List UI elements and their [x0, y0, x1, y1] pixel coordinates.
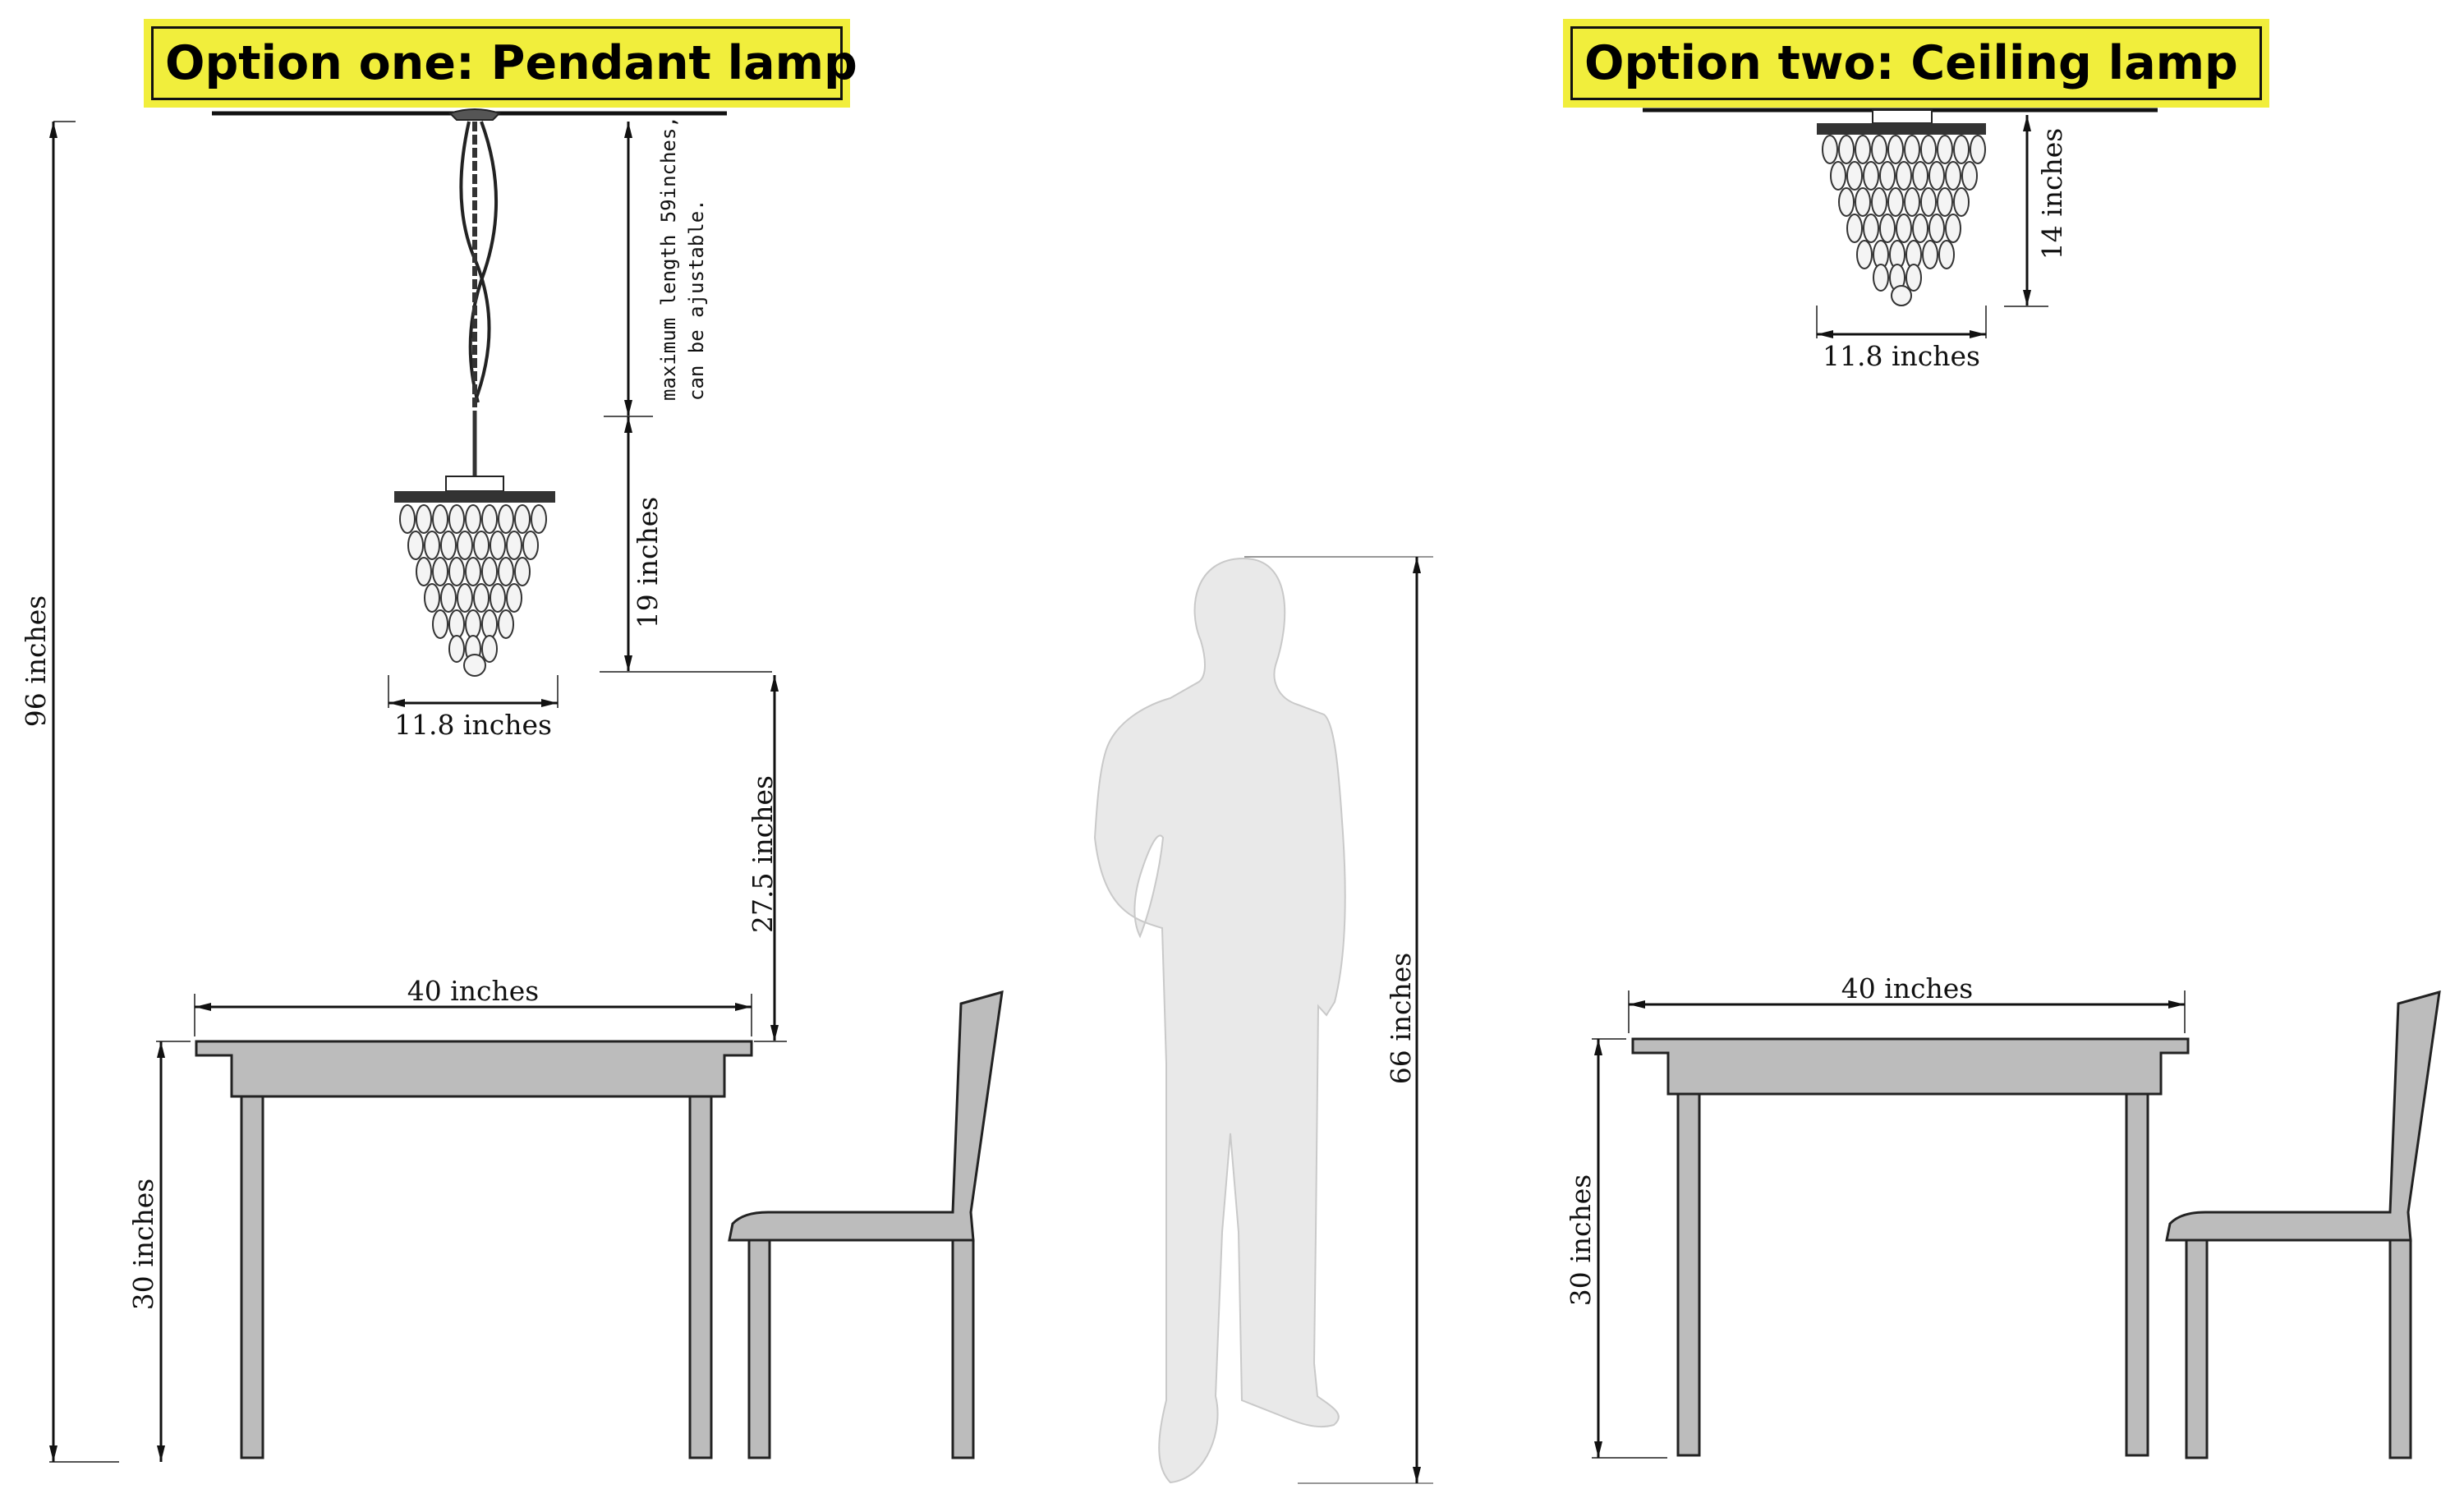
table-two-height-label: 30 inches — [1565, 1174, 1597, 1307]
clearance-label: 27.5 inches — [747, 775, 779, 933]
ceiling-lamp-width-dimension: 11.8 inches — [1816, 306, 1987, 372]
person-silhouette — [1093, 557, 1346, 1484]
option-two-scene: 14 inches 11.8 inches 40 inches — [1565, 108, 2441, 1459]
table-two-width-dimension: 40 inches — [1628, 972, 2186, 1033]
table-height-dimension: 30 inches — [127, 1041, 191, 1462]
ceiling-lamp — [1817, 109, 1986, 306]
dining-chair — [728, 990, 1004, 1459]
ceiling-lamp-crystals — [1822, 135, 1986, 306]
option-one-title: Option one: Pendant lamp — [144, 19, 857, 108]
room-height-label: 96 inches — [20, 595, 52, 728]
chain-note-line1: maximum length 59inches, — [657, 116, 680, 401]
option-two-title-text: Option two: Ceiling lamp — [1570, 26, 2262, 100]
lamp-height-dimension: 19 inches — [600, 416, 772, 673]
chain-note-line2: can be ajustable. — [685, 199, 708, 401]
table-two-height-dimension: 30 inches — [1565, 1038, 1667, 1459]
table-height-label: 30 inches — [127, 1179, 159, 1311]
option-one-title-text: Option one: Pendant lamp — [151, 26, 857, 100]
ceiling-lamp-height-dimension: 14 inches — [2004, 115, 2068, 307]
person-height-dimension: 66 inches — [1244, 556, 1433, 1484]
clearance-dimension: 27.5 inches — [747, 675, 787, 1042]
table-two-width-label: 40 inches — [1841, 972, 1974, 1004]
pendant-lamp — [394, 108, 555, 677]
person-height-label: 66 inches — [1385, 953, 1417, 1085]
dining-table-two — [1631, 1037, 2190, 1457]
lamp-height-label: 19 inches — [632, 497, 664, 629]
lamp-width-dimension: 11.8 inches — [388, 675, 559, 741]
lamp-width-label: 11.8 inches — [394, 709, 552, 741]
ceiling-lamp-width-label: 11.8 inches — [1823, 340, 1980, 372]
chain-length-dimension: maximum length 59inches, can be ajustabl… — [604, 116, 708, 417]
dining-chair-two — [2165, 990, 2441, 1459]
table-width-dimension: 40 inches — [194, 975, 752, 1036]
ceiling-lamp-height-label: 14 inches — [2036, 128, 2068, 260]
room-height-dimension: 96 inches — [20, 121, 119, 1463]
option-two-title: Option two: Ceiling lamp — [1563, 19, 2269, 108]
option-one-scene: 96 inches — [20, 108, 1004, 1463]
lamp-crystals — [399, 504, 547, 677]
dining-table — [195, 1040, 753, 1459]
table-width-label: 40 inches — [407, 975, 540, 1007]
